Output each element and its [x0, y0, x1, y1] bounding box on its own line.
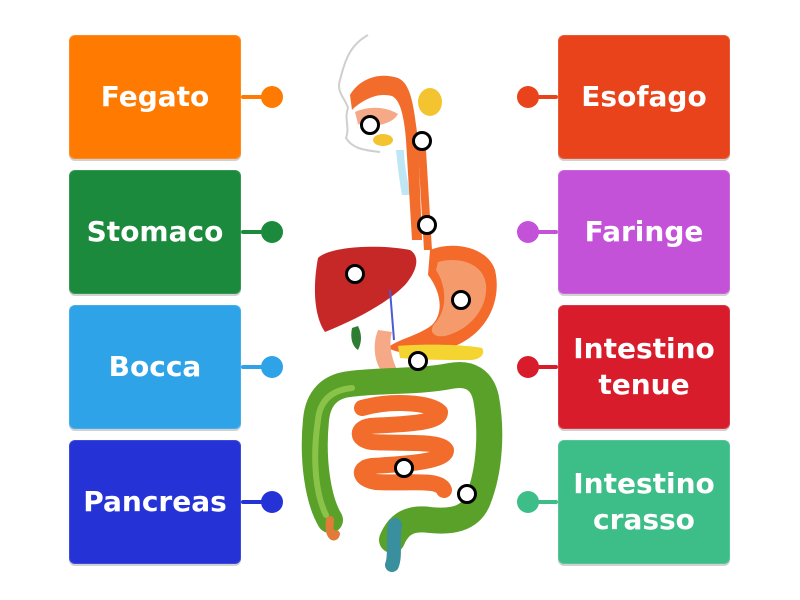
liver-shape — [314, 246, 417, 332]
small-intestine — [351, 395, 454, 498]
connector-line — [528, 500, 558, 504]
marker-6[interactable] — [408, 351, 428, 371]
drag-handle-intestino-tenue[interactable] — [517, 356, 539, 378]
label-text: Intestino crasso — [573, 467, 715, 536]
drag-handle-fegato[interactable] — [261, 86, 283, 108]
label-card-intestino-tenue[interactable]: Intestino tenue — [558, 305, 730, 429]
connector-line — [528, 365, 558, 369]
label-card-pancreas[interactable]: Pancreas — [69, 440, 241, 564]
label-text: Esofago — [581, 80, 707, 113]
large-intestine-highlight — [312, 385, 355, 518]
drag-handle-esofago[interactable] — [517, 86, 539, 108]
drag-handle-intestino-crasso[interactable] — [517, 491, 539, 513]
connector-line — [241, 230, 271, 234]
marker-2[interactable] — [412, 131, 432, 151]
connector-line — [241, 95, 271, 99]
connector-line — [241, 500, 271, 504]
label-text: Faringe — [584, 215, 704, 248]
label-card-intestino-crasso[interactable]: Intestino crasso — [558, 440, 730, 564]
salivary-gland — [418, 88, 442, 116]
rectum — [385, 518, 402, 572]
trachea — [396, 150, 410, 195]
connector-line — [528, 95, 558, 99]
label-text: Fegato — [100, 80, 210, 113]
pharynx-shape — [350, 75, 422, 240]
label-text: Intestino tenue — [573, 332, 715, 401]
drag-handle-pancreas[interactable] — [261, 491, 283, 513]
marker-1[interactable] — [360, 115, 380, 135]
gallbladder — [351, 326, 361, 350]
marker-7[interactable] — [394, 458, 414, 478]
duodenum — [374, 330, 400, 375]
label-card-faringe[interactable]: Faringe — [558, 170, 730, 294]
head-outline — [338, 34, 381, 153]
appendix — [325, 516, 340, 541]
label-card-esofago[interactable]: Esofago — [558, 35, 730, 159]
label-text: Pancreas — [83, 485, 227, 518]
marker-8[interactable] — [457, 484, 477, 504]
marker-5[interactable] — [451, 290, 471, 310]
connector-line — [241, 365, 271, 369]
label-card-fegato[interactable]: Fegato — [69, 35, 241, 159]
connector-line — [528, 230, 558, 234]
bile-duct — [389, 289, 395, 341]
drag-handle-faringe[interactable] — [517, 221, 539, 243]
marker-3[interactable] — [417, 215, 437, 235]
label-text: Bocca — [108, 350, 202, 383]
label-card-bocca[interactable]: Bocca — [69, 305, 241, 429]
drag-handle-bocca[interactable] — [261, 356, 283, 378]
drag-handle-stomaco[interactable] — [261, 221, 283, 243]
salivary-gland-small — [373, 134, 393, 146]
label-card-stomaco[interactable]: Stomaco — [69, 170, 241, 294]
label-text: Stomaco — [86, 215, 224, 248]
marker-4[interactable] — [345, 264, 365, 284]
